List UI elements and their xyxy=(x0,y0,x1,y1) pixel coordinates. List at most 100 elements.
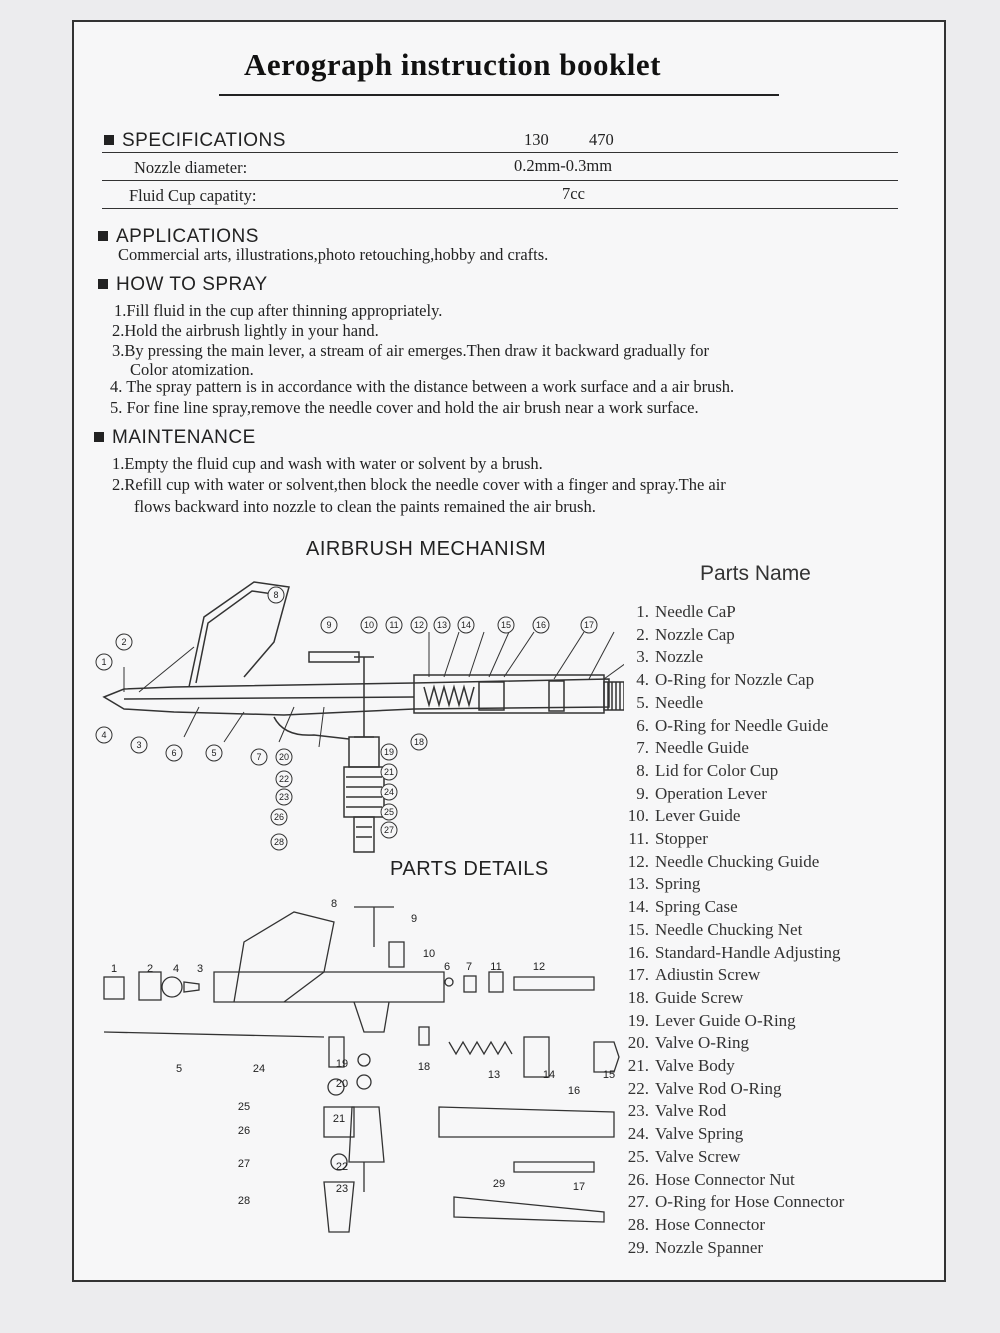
part-name-item: 3.Nozzle xyxy=(619,647,703,667)
part-label: 26 xyxy=(238,1125,250,1137)
instruction-sheet: Aerograph instruction booklet SPECIFICAT… xyxy=(72,20,946,1282)
part-name: Standard-Handle Adjusting xyxy=(655,942,841,962)
parts-name-heading: Parts Name xyxy=(700,562,811,585)
part-name-item: 19. Lever Guide O-Ring xyxy=(619,1011,796,1031)
adjusting-screw xyxy=(513,1161,595,1173)
part-number: 7. xyxy=(636,738,649,758)
hose-connector xyxy=(323,1181,355,1233)
fluid-cup-value: 7cc xyxy=(562,184,585,203)
part-label: 27 xyxy=(238,1158,250,1170)
part-name: Operation Lever xyxy=(655,783,767,803)
maintenance-step: 1.Empty the fluid cup and wash with wate… xyxy=(112,454,543,473)
part-name-item: 1.Needle CaP xyxy=(619,602,735,622)
part-name: Needle Chucking Guide xyxy=(655,851,820,871)
color-cup-inner xyxy=(195,590,281,684)
hose-o-ring xyxy=(330,1153,348,1171)
lever-top xyxy=(308,651,360,663)
spring-case xyxy=(478,681,505,711)
part-label: 23 xyxy=(336,1183,348,1195)
specifications-heading: SPECIFICATIONS xyxy=(104,130,286,152)
needle-line xyxy=(123,696,415,700)
callout-label: 26 xyxy=(274,812,284,822)
nozzle-diameter-label: Nozzle diameter: xyxy=(134,158,248,177)
part-name-item: 14.Spring Case xyxy=(619,897,738,917)
part-name: Hose Connector xyxy=(655,1214,766,1234)
part-number: 18. xyxy=(627,987,649,1007)
callout-label: 28 xyxy=(274,837,284,847)
callout-label: 24 xyxy=(384,787,394,797)
callout-label: 4 xyxy=(101,730,106,740)
spray-step: 5. For fine line spray,remove the needle… xyxy=(110,398,699,417)
part-number: 23. xyxy=(627,1101,649,1121)
part-number: 4. xyxy=(636,670,649,690)
callout-label: 27 xyxy=(384,825,394,835)
part-label: 19 xyxy=(336,1058,348,1070)
title-underline xyxy=(219,94,779,96)
part-number: 13. xyxy=(627,874,649,894)
callout-label: 23 xyxy=(279,792,289,802)
spray-step: 1.Fill fluid in the cup after thinning a… xyxy=(114,301,443,320)
part-label: 13 xyxy=(488,1069,500,1081)
part-number: 25. xyxy=(627,1146,649,1166)
part-number: 28. xyxy=(627,1214,649,1234)
nozzle-spanner xyxy=(453,1196,605,1223)
hose-connector-nut xyxy=(323,1106,355,1138)
part-name: Valve Rod xyxy=(655,1101,727,1121)
part-name: Nozzle Spanner xyxy=(655,1237,764,1257)
spring xyxy=(448,1040,513,1056)
part-label: 17 xyxy=(573,1181,585,1193)
callout-label: 3 xyxy=(136,740,141,750)
part-label: 15 xyxy=(603,1069,615,1081)
part-name-item: 17.Adiustin Screw xyxy=(619,965,761,985)
part-number: 24. xyxy=(627,1124,649,1144)
part-label: 24 xyxy=(253,1063,265,1075)
nozzle-diameter-value: 0.2mm-0.3mm xyxy=(514,156,613,175)
part-name-item: 26.Hose Connector Nut xyxy=(619,1170,795,1190)
part-number: 12. xyxy=(627,851,649,871)
part-name: Needle Chucking Net xyxy=(655,919,803,939)
part-name-item: 7.Needle Guide xyxy=(619,738,749,758)
part-number: 20. xyxy=(627,1033,649,1053)
part-name-item: 5.Needle xyxy=(619,693,703,713)
part-name: Guide Screw xyxy=(655,987,744,1007)
part-name-item: 13.Spring xyxy=(619,874,701,894)
spray-step: Color atomization. xyxy=(130,360,254,379)
mechanism-heading: AIRBRUSH MECHANISM xyxy=(306,538,547,560)
operation-lever xyxy=(354,906,394,947)
lever-guide xyxy=(388,941,405,968)
part-name: O-Ring for Hose Connector xyxy=(655,1192,845,1212)
part-label: 21 xyxy=(333,1113,345,1125)
hose-connector xyxy=(353,816,375,853)
part-number: 8. xyxy=(636,760,649,780)
spec-rule xyxy=(102,152,898,153)
part-number: 2. xyxy=(636,624,649,644)
needle-cap xyxy=(103,976,125,1000)
color-cup-outline xyxy=(188,581,290,688)
part-name-item: 12. Needle Chucking Guide xyxy=(619,851,820,872)
part-label: 14 xyxy=(543,1069,555,1081)
part-name: Stopper xyxy=(655,829,708,848)
callout-label: 15 xyxy=(501,620,511,630)
callout-label: 6 xyxy=(171,748,176,758)
part-number: 19. xyxy=(627,1010,649,1030)
part-name: Lever Guide xyxy=(655,806,741,826)
chucking-net xyxy=(548,680,565,712)
o-ring xyxy=(161,976,183,998)
part-number: 3. xyxy=(636,647,649,667)
part-label: 9 xyxy=(411,913,417,925)
chucking-net xyxy=(593,1041,620,1073)
part-label: 25 xyxy=(238,1101,250,1113)
part-name: O-Ring for Needle Guide xyxy=(655,715,829,735)
part-name: Lever Guide O-Ring xyxy=(655,1010,796,1030)
part-number: 1. xyxy=(636,602,649,621)
valve-housing xyxy=(343,766,385,818)
callout-label: 7 xyxy=(256,752,261,762)
maintenance-heading: MAINTENANCE xyxy=(94,427,256,449)
callout-label: 10 xyxy=(364,620,374,630)
grip xyxy=(353,1001,390,1033)
part-name-item: 21.Valve Body xyxy=(619,1056,735,1076)
applications-heading: APPLICATIONS xyxy=(98,226,259,248)
part-label: 5 xyxy=(176,1063,182,1075)
valve-screw xyxy=(327,1078,345,1096)
part-number: 9. xyxy=(636,783,649,803)
